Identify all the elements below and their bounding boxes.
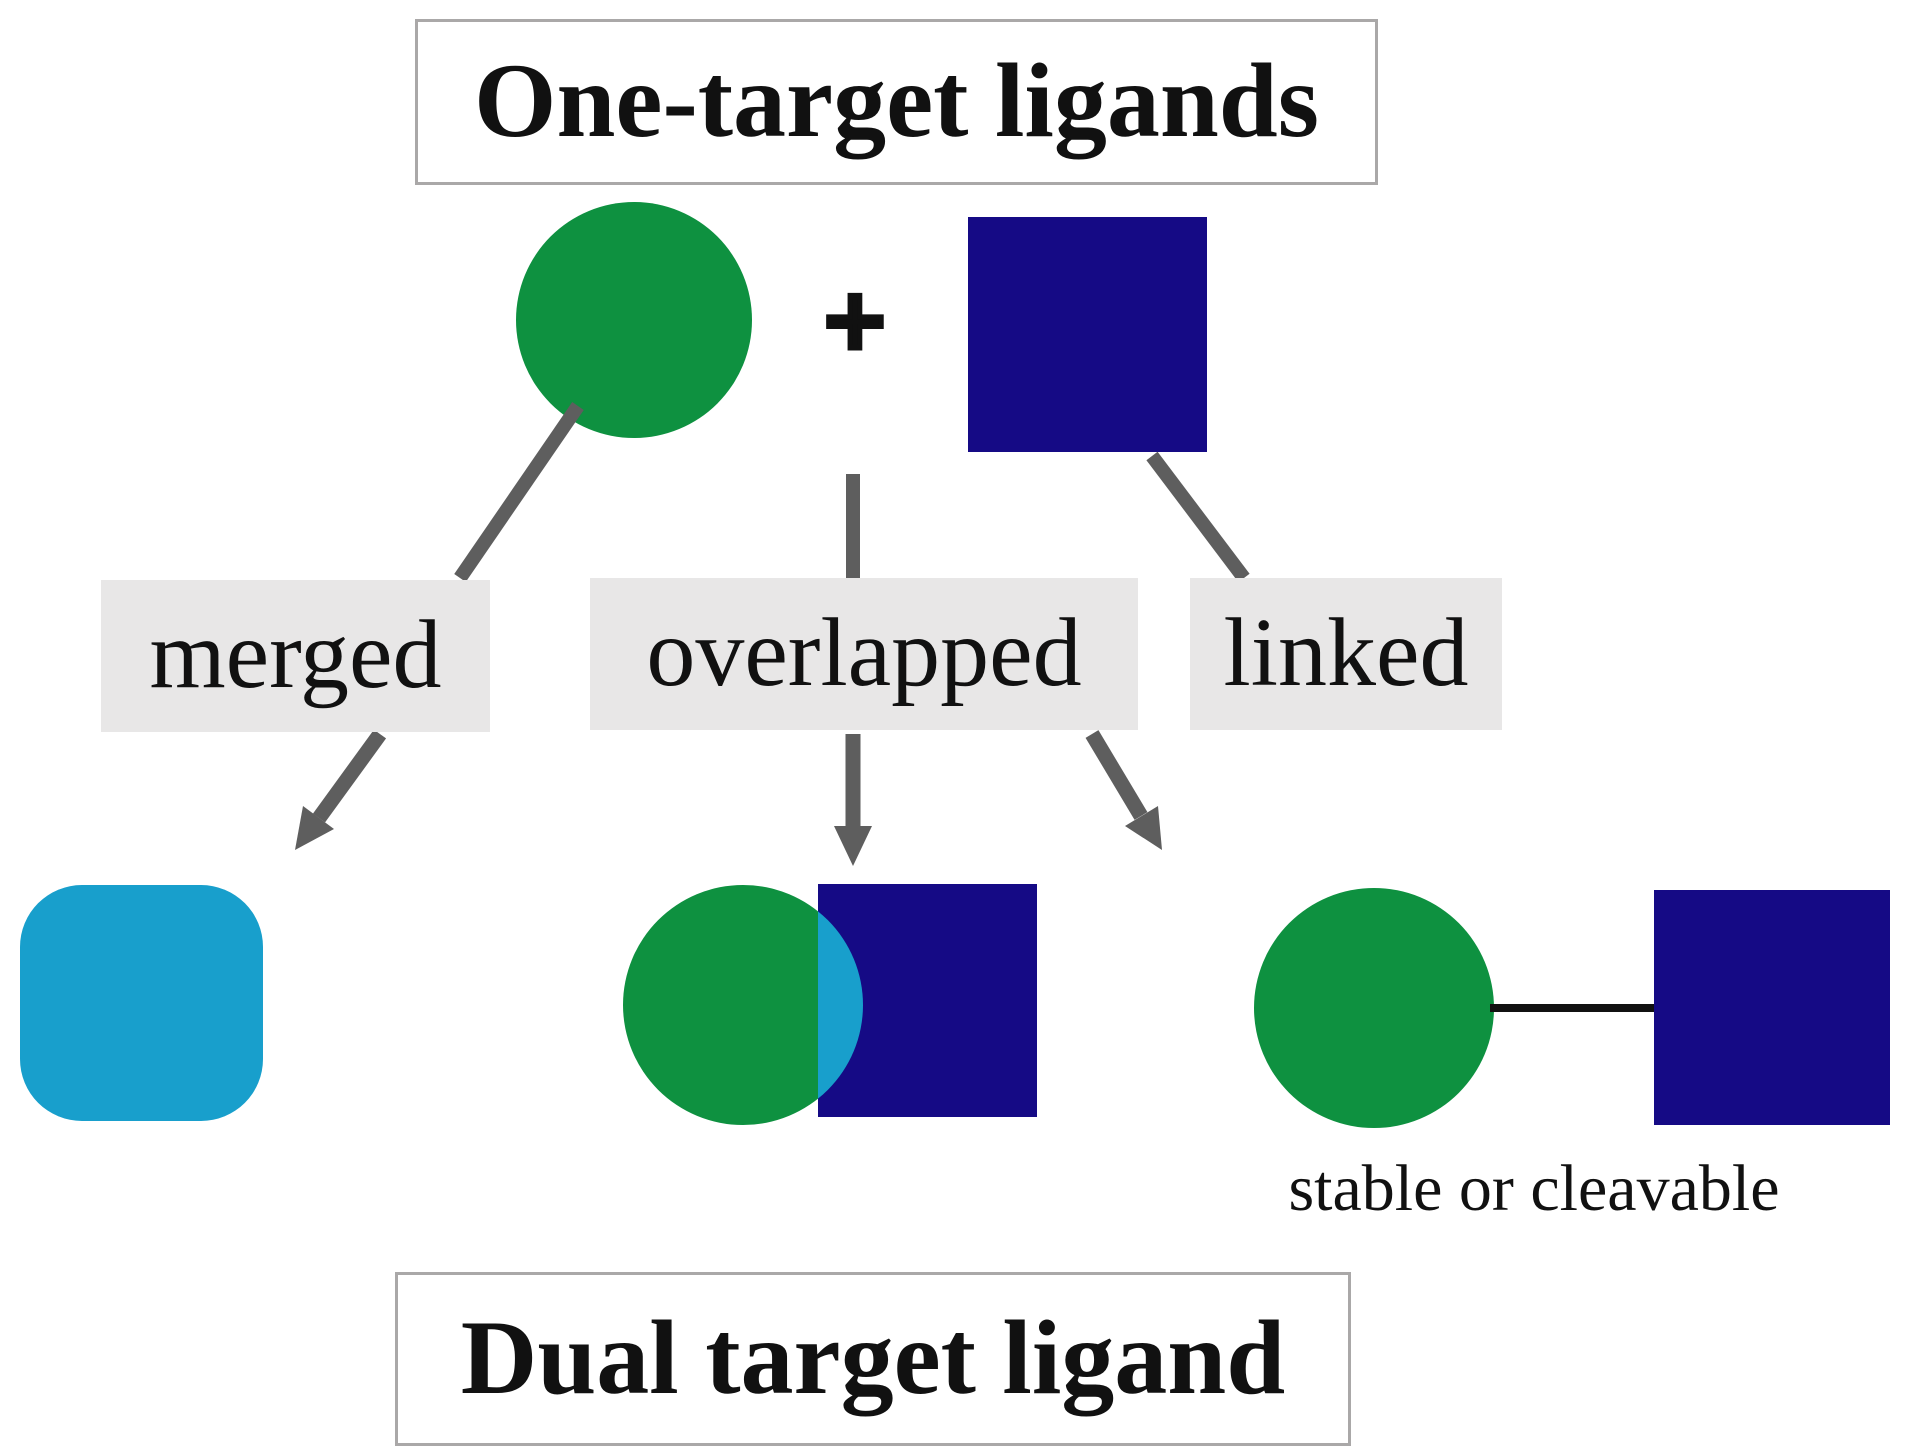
overlapped-green-circle [623,885,863,1125]
dual-target-ligand-title-box: Dual target ligand [395,1272,1351,1446]
linked-green-circle [1254,888,1494,1128]
arrow-linked-head-icon [1125,806,1162,850]
arrow-merged-head-icon [295,806,334,850]
plus-symbol: + [820,270,890,368]
linked-navy-square [1654,890,1890,1125]
merged-ligand-shape [20,885,263,1121]
arrow-overlapped-head-icon [834,826,872,866]
linker-note: stable or cleavable [1288,1152,1780,1225]
arrow-merged-shaft [312,729,387,823]
strategy-label-linked: linked [1190,578,1502,730]
ligand-a-circle [516,202,752,438]
connector-merged [454,402,584,582]
connector-linked [1146,451,1250,583]
strategy-label-overlapped: overlapped [590,578,1138,730]
ligand-b-square [968,217,1207,452]
overlapped-intersection-shape [818,911,863,1099]
arrow-linked-shaft [1085,730,1148,820]
one-target-ligands-title-box: One-target ligands [415,19,1378,185]
strategy-label-merged: merged [101,580,490,732]
